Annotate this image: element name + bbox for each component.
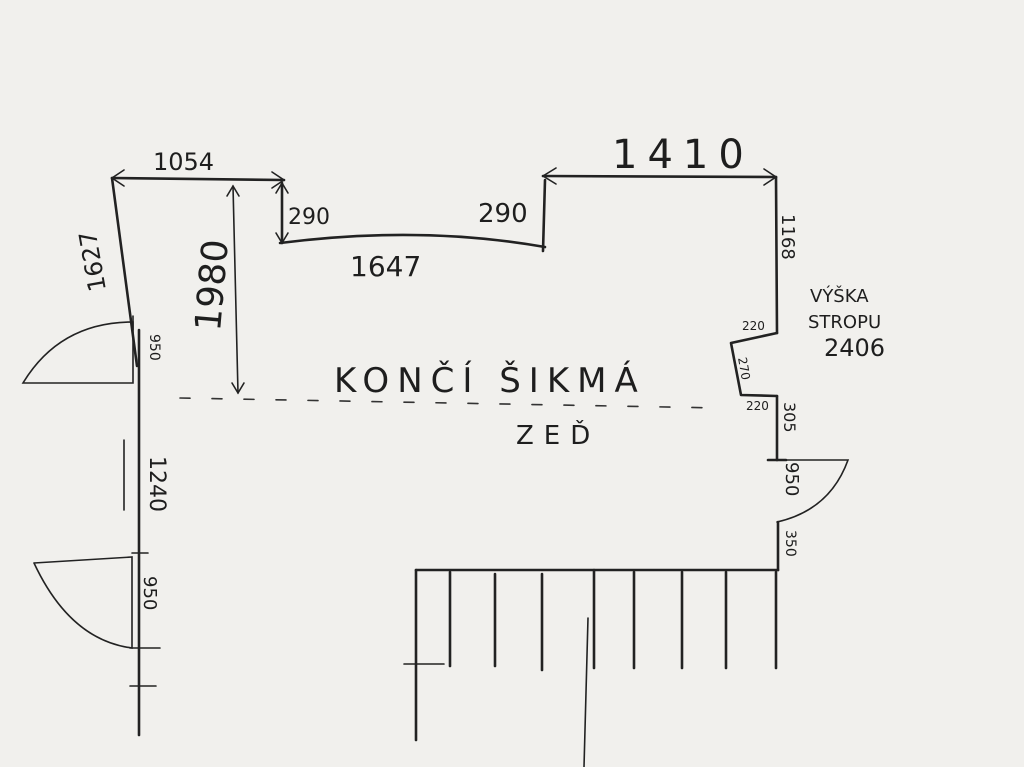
dim-notch-top: 220: [742, 319, 765, 333]
dim-notch-bottom: 220: [746, 399, 769, 413]
inner-vertical-dimension: [232, 185, 239, 394]
note-slope-end-1: KONČÍ ŠIKMÁ: [334, 360, 646, 401]
note-ceiling-label-1: VÝŠKA: [810, 285, 869, 307]
arrow-right: [271, 171, 286, 189]
left-door-swing-top: [21, 321, 134, 384]
right-wall: [774, 175, 779, 335]
arrow-down-3: [231, 382, 245, 395]
dim-right-bottom: 350: [782, 530, 798, 557]
dim-left-door-bottom: 950: [139, 576, 160, 610]
dim-left-slant: 1627: [74, 229, 112, 294]
arrow-left-2: [541, 167, 557, 185]
right-door-swing: [776, 459, 850, 523]
dim-step-left: 290: [288, 205, 330, 230]
dim-step-right: 290: [478, 199, 528, 229]
note-slope-end-2: ZEĎ: [516, 419, 600, 451]
dim-top-right: 1410: [612, 132, 754, 178]
room-outline: [110, 167, 850, 572]
dim-left-wall: 1240: [144, 456, 169, 512]
dim-notch-mid: 270: [735, 356, 753, 381]
arrow-up: [275, 181, 289, 194]
bottom-grid: [403, 568, 780, 767]
left-side: [21, 315, 161, 737]
slope-end-line: [179, 397, 721, 409]
top-left-wall: [110, 176, 286, 182]
bottom-curved-wall: [278, 233, 547, 249]
left-door-swing-bottom: [33, 556, 133, 649]
dim-right-wall: 1168: [777, 214, 798, 260]
note-ceiling-value: 2406: [824, 334, 885, 362]
dim-inner-vertical: 1980: [188, 238, 237, 333]
right-step: [541, 178, 547, 253]
dim-bottom-span: 1647: [350, 250, 421, 283]
top-right-wall: [541, 174, 778, 179]
dim-top-left: 1054: [153, 148, 214, 176]
arrow-up-3: [226, 184, 240, 197]
note-ceiling-label-2: STROPU: [808, 312, 881, 333]
grid-long-line: [583, 617, 589, 767]
dim-right-lower: 305: [780, 402, 799, 433]
dim-right-door: 950: [781, 462, 802, 496]
dim-left-door-top: 950: [146, 334, 162, 361]
notch: [729, 331, 779, 398]
